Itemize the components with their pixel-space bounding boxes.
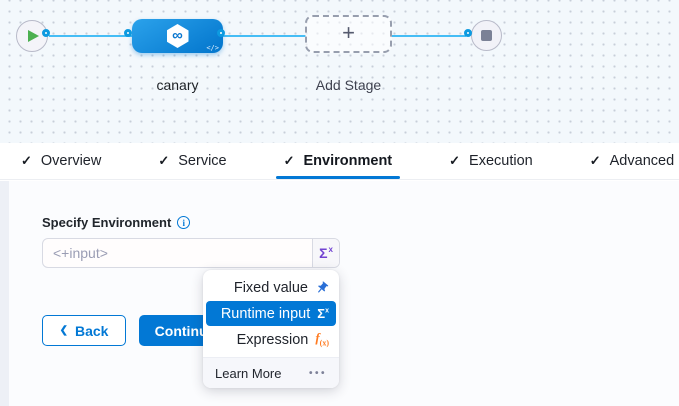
tab-execution[interactable]: ✓ Execution [449,143,533,179]
tab-environment[interactable]: ✓ Environment [275,143,400,179]
ellipsis-icon[interactable]: ••• [308,367,327,379]
tab-label: Overview [40,153,102,169]
tab-label: Advanced [609,153,675,169]
sigma-icon: Σx [319,245,333,261]
cd-hexagon-infinity-icon: ∞ [166,24,189,48]
connector-port [464,29,472,37]
menu-item-label: Expression [236,331,309,348]
connector-port [124,29,132,37]
stage-name-label: canary [156,77,199,93]
input-type-dropdown: Fixed value Runtime input Σx Expression … [203,270,339,388]
menu-item-fixed-value[interactable]: Fixed value [206,275,336,300]
play-icon [28,30,39,42]
tab-label: Service [178,153,227,169]
stop-icon [481,30,492,41]
check-icon: ✓ [589,153,601,168]
tab-service[interactable]: ✓ Service [158,143,226,179]
tab-label: Environment [303,153,393,169]
stage-config-tabbar: ✓ Overview ✓ Service ✓ Environment ✓ Exe… [0,143,679,180]
connector-port [217,29,225,37]
check-icon: ✓ [21,153,32,168]
check-icon: ✓ [158,153,170,168]
environment-input-group: Σx [42,238,340,268]
info-icon[interactable]: i [177,216,191,229]
environment-tab-panel: Specify Environment i Σx ❮ Back Continue… [0,181,679,406]
menu-item-expression[interactable]: Expression f(x) [206,327,336,352]
learn-more-row[interactable]: Learn More ••• [203,357,339,388]
sigma-icon: Σx [317,306,329,321]
tab-overview[interactable]: ✓ Overview [21,143,101,179]
pipeline-end-node [471,20,502,51]
connector-line [49,35,132,37]
add-stage-button[interactable]: + [305,15,392,53]
environment-input[interactable] [43,239,312,267]
connector-line [223,35,306,37]
code-icon[interactable]: </> [206,44,219,52]
check-icon: ✓ [449,153,461,168]
runtime-input-selector-button[interactable]: Σx [312,239,339,267]
back-button[interactable]: ❮ Back [42,315,126,346]
menu-item-label: Fixed value [233,279,308,296]
chevron-left-icon: ❮ [59,325,68,336]
fx-icon: f(x) [315,330,329,348]
plus-icon: + [342,20,355,45]
check-icon: ✓ [283,153,295,168]
menu-item-label: Runtime input [220,305,311,322]
stage-node-canary[interactable]: ∞ </> [132,19,223,53]
continue-button-label: Continue [154,322,216,339]
field-label-text: Specify Environment [42,215,172,230]
tab-label: Execution [469,153,533,169]
menu-item-runtime-input[interactable]: Runtime input Σx [206,301,336,326]
pin-icon [318,281,329,292]
add-stage-label: Add Stage [315,77,382,93]
panel-edge-strip [0,181,9,406]
learn-more-label: Learn More [215,365,282,381]
tab-advanced[interactable]: ✓ Advanced [590,143,674,179]
pipeline-canvas: ∞ </> + canary Add Stage [0,0,679,143]
connector-port [42,29,50,37]
infinity-glyph: ∞ [172,27,183,44]
back-button-label: Back [74,322,109,339]
specify-environment-label: Specify Environment i [42,215,191,230]
connector-line [391,35,466,37]
